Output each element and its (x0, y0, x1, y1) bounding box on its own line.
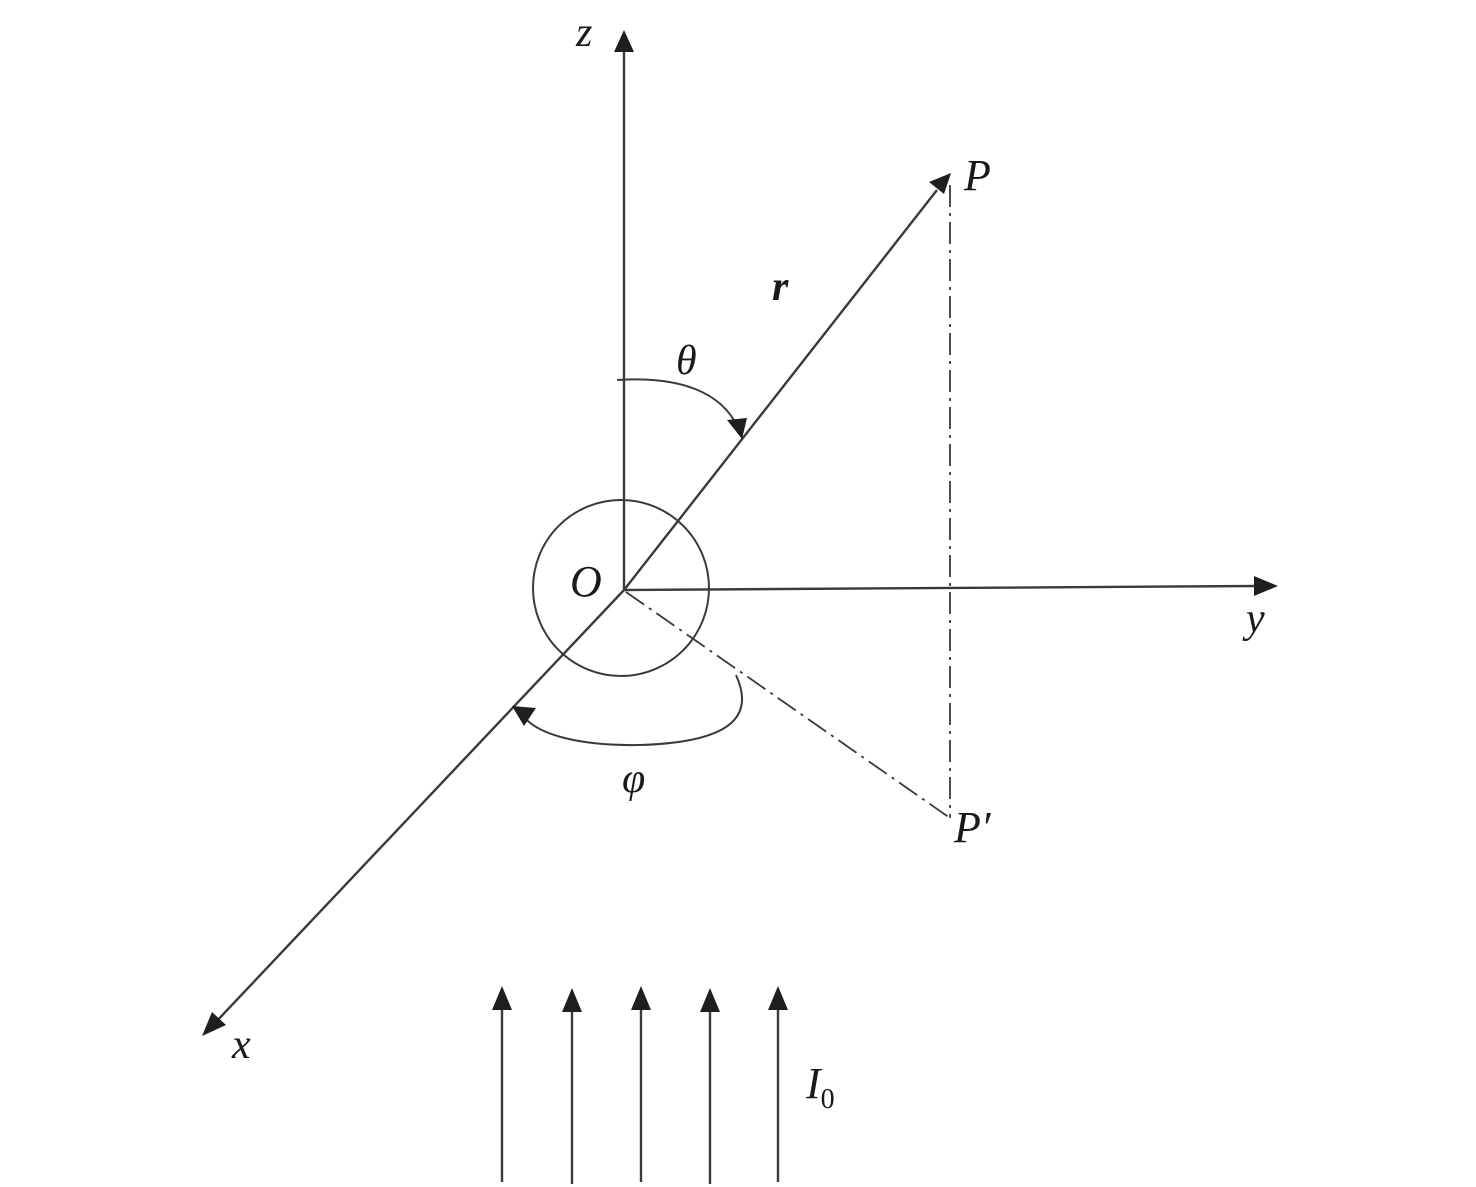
z-axis (614, 30, 634, 590)
vector-r-label: r (772, 264, 789, 310)
incident-intensity-subscript: 0 (821, 1084, 835, 1115)
incident-light-arrows (492, 986, 788, 1184)
projection-ground-line (625, 591, 951, 819)
origin-label: O (570, 557, 602, 606)
incident-arrow (562, 988, 582, 1184)
theta-arc (616, 378, 747, 439)
x-axis (202, 589, 625, 1036)
incident-arrow (700, 988, 720, 1184)
phi-label: φ (622, 756, 645, 802)
z-axis-label: z (575, 10, 592, 56)
y-axis-label: y (1242, 596, 1265, 642)
incident-intensity-label: I0 (805, 1059, 835, 1115)
point-p-prime-label: P′ (953, 803, 992, 852)
vector-r (623, 173, 951, 591)
incident-arrow (631, 986, 651, 1182)
y-axis (623, 576, 1278, 596)
phi-arc (512, 674, 744, 747)
incident-arrow (492, 986, 512, 1182)
particle-circle (532, 499, 710, 677)
x-axis-label: x (231, 1022, 251, 1068)
incident-arrow (768, 986, 788, 1182)
point-p-label: P (963, 151, 991, 200)
incident-intensity-symbol: I (805, 1059, 823, 1108)
theta-label: θ (676, 338, 697, 384)
